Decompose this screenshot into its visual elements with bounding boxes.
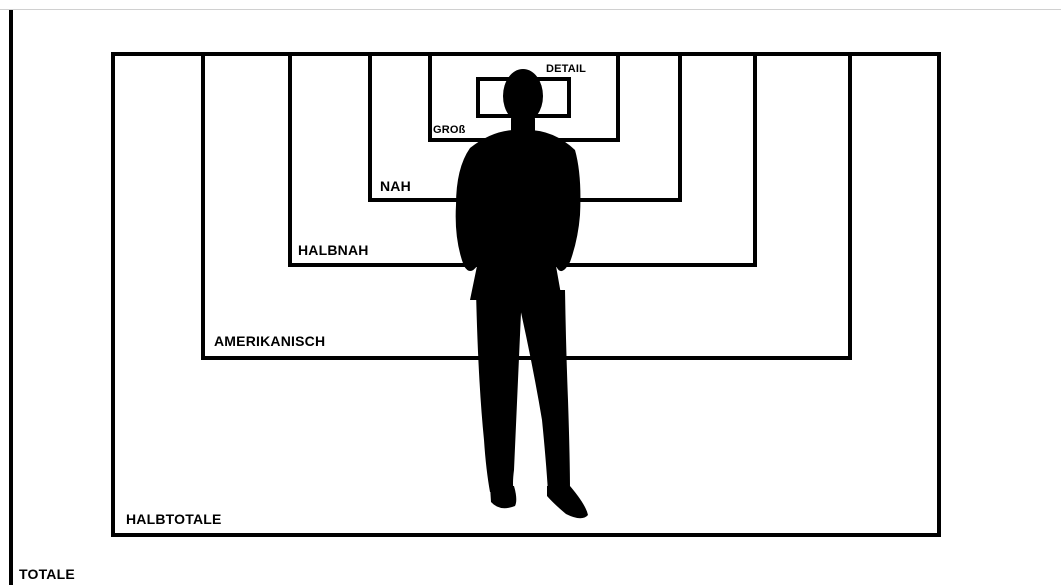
- label-halbtotale: HALBTOTALE: [126, 511, 222, 527]
- label-gross: GROß: [433, 124, 466, 136]
- label-amerikanisch: AMERIKANISCH: [214, 333, 325, 349]
- label-nah: NAH: [380, 178, 411, 194]
- label-totale: TOTALE: [19, 566, 75, 582]
- label-detail: DETAIL: [546, 63, 586, 75]
- label-halbnah: HALBNAH: [298, 242, 369, 258]
